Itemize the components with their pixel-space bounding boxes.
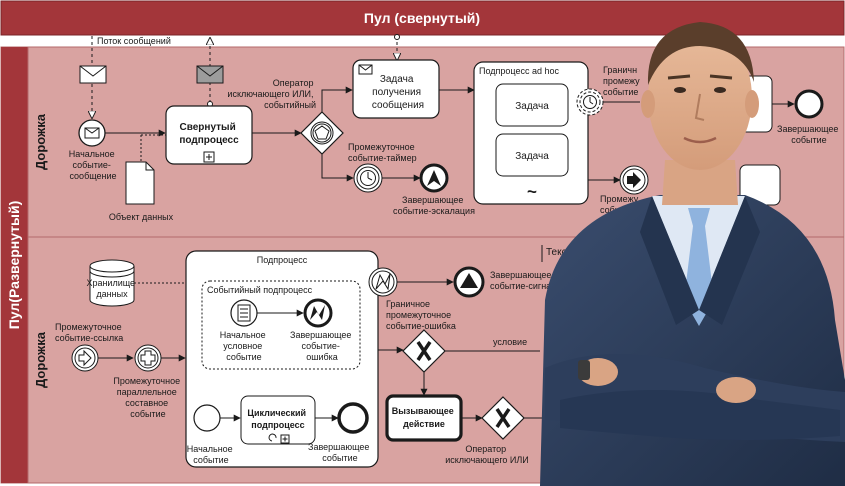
end-event-top-label: Завершающее событие xyxy=(777,124,841,145)
parallel-plus-icon xyxy=(140,350,156,366)
lane-upper-title: Дорожка xyxy=(33,113,48,170)
collapsed-pool-title: Пул (свернутый) xyxy=(364,10,480,26)
parallel-multiple-label: Промежуточное параллельное составное соб… xyxy=(113,376,182,419)
error-icon xyxy=(310,305,325,320)
conditional-start-event[interactable] xyxy=(230,299,258,327)
link-icon xyxy=(627,172,641,188)
start-message-event[interactable] xyxy=(78,119,106,147)
exclusive-gateway-label: Оператор исключающего ИЛИ xyxy=(445,444,529,465)
link-event-label: Промежуточное событие-ссылка xyxy=(55,322,124,343)
svg-text:Задача получения с: Задача получения сообщения xyxy=(372,74,424,111)
adhoc-title: Подпроцесс ad hoc xyxy=(479,66,559,76)
escalation-icon xyxy=(427,170,441,186)
envelope-icon xyxy=(196,65,224,84)
intermediate-link-event[interactable] xyxy=(619,165,649,195)
svg-text:Хранилище данных: Хранилище данных xyxy=(86,278,137,299)
start-event-label: Начальное событие xyxy=(187,444,235,465)
boundary-error-event[interactable] xyxy=(368,267,398,297)
adhoc-subprocess[interactable]: Подпроцесс ad hoc Задача Задача ~ xyxy=(473,61,589,205)
adhoc-task-1[interactable]: Задача xyxy=(495,83,569,127)
subprocess-title: Подпроцесс xyxy=(257,255,308,265)
envelope-icon xyxy=(79,65,107,84)
exclusive-x-icon xyxy=(495,408,511,428)
loop-subprocess[interactable]: Циклический подпроцесс xyxy=(240,395,316,445)
event-subprocess-title: Событийный подпроцесс xyxy=(207,285,313,295)
plus-marker-icon xyxy=(203,151,215,163)
call-activity[interactable]: Вызывающее действие xyxy=(385,394,463,442)
plus-marker-icon xyxy=(280,434,290,444)
timer-icon xyxy=(583,95,597,109)
adhoc-task-2[interactable]: Задача xyxy=(495,133,569,177)
parallel-multiple-event[interactable] xyxy=(134,344,162,372)
conditional-start-label: Начальное условное событие xyxy=(220,330,268,362)
expanded-pool-header xyxy=(1,47,28,483)
exclusive-gateway-1[interactable] xyxy=(402,329,446,373)
loop-icon xyxy=(268,433,277,442)
error-boundary-label: Граничное промежуточное событие-ошибка xyxy=(386,299,456,331)
svg-text:Свернутый подпроцесс: Свернутый подпроцесс xyxy=(179,122,239,146)
link-icon xyxy=(78,349,92,367)
data-object-label: Объект данных xyxy=(109,212,174,222)
timer-event-label: Промежуточное событие-таймер xyxy=(348,142,417,163)
error-icon xyxy=(375,273,391,291)
signal-icon xyxy=(460,273,478,288)
svg-text:Задача: Задача xyxy=(515,151,549,162)
receive-message-task[interactable]: Задача получения сообщения xyxy=(352,59,440,119)
exclusive-gateway-2[interactable] xyxy=(481,396,525,440)
end-event-top[interactable] xyxy=(794,89,824,119)
event-gateway-label: Оператор исключающего ИЛИ, событийный xyxy=(227,78,316,110)
lane-lower-title: Дорожка xyxy=(33,331,48,388)
data-object[interactable] xyxy=(125,161,155,205)
collapsed-subprocess[interactable]: Свернутый подпроцесс xyxy=(165,105,253,165)
end-event-label: Завершающее событие xyxy=(308,442,372,463)
start-message-label: Начальное событие- сообщение xyxy=(69,149,117,181)
end-event[interactable] xyxy=(337,402,369,434)
message-flow-label: Поток сообщений xyxy=(97,36,171,46)
condition-label: условие xyxy=(493,337,527,347)
adhoc-marker: ~ xyxy=(527,182,537,201)
document-icon xyxy=(125,161,155,205)
boundary-timer-event[interactable] xyxy=(576,88,604,116)
envelope-icon xyxy=(358,64,373,75)
svg-text:Вызывающее действие: Вызывающее действие xyxy=(392,406,457,429)
timer-intermediate-event[interactable] xyxy=(353,163,383,193)
timer-icon xyxy=(360,170,376,186)
presenter-photo xyxy=(540,22,845,486)
error-end-event[interactable] xyxy=(303,298,333,328)
error-end-label: Завершающее событие- ошибка xyxy=(290,330,354,362)
svg-text:Циклический подпроцесс: Циклический подпроцесс xyxy=(247,408,308,430)
database-icon xyxy=(89,259,135,307)
envelope-icon xyxy=(84,127,100,139)
start-event[interactable] xyxy=(193,404,221,432)
boundary-event-top-label: Граничн промежу событие xyxy=(603,65,642,97)
text-annotation: Тексто xyxy=(546,247,577,258)
data-store[interactable]: Хранилище данных xyxy=(86,259,137,307)
signal-end-event[interactable] xyxy=(453,266,485,298)
pentagon-event-icon xyxy=(314,125,330,140)
link-catch-event[interactable] xyxy=(71,344,99,372)
escalation-end-label: Завершающее событие-эскалация xyxy=(393,195,475,216)
signal-end-label: Завершающее событие-сигнал xyxy=(490,270,556,291)
escalation-end-event[interactable] xyxy=(419,163,449,193)
expanded-pool-title: Пул(Развернутый) xyxy=(6,201,22,330)
condition-list-icon xyxy=(237,304,251,322)
exclusive-x-icon xyxy=(416,341,432,361)
svg-text:Задача: Задача xyxy=(515,101,549,112)
